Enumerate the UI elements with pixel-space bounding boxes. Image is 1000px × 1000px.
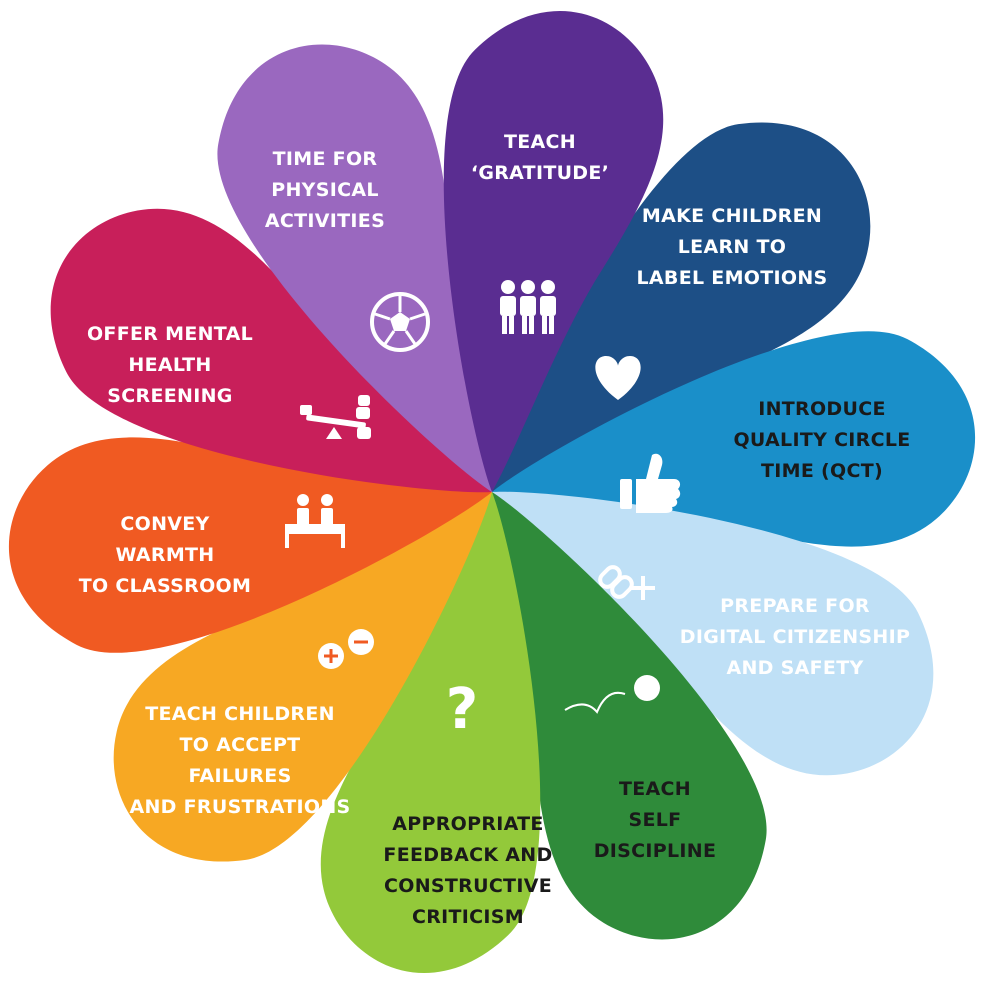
svg-text:?: ? [446, 677, 478, 742]
petal-label-line: INTRODUCE [758, 398, 886, 420]
petal-label-line: ACTIVITIES [265, 210, 385, 232]
petal-label-line: WARMTH [115, 544, 214, 566]
petal-content-self-discipline: TEACH SELF DISCIPLINE [564, 675, 717, 862]
petal-label-line: TO ACCEPT [180, 734, 301, 756]
petal-label: APPROPRIATE FEEDBACK AND CONSTRUCTIVE CRITI… [383, 813, 552, 928]
petal-label: TEACH ‘GRATITUDE’ [471, 131, 609, 184]
petal-label-line: TEACH CHILDREN [145, 703, 335, 725]
petal-label-line: TO CLASSROOM [79, 575, 251, 597]
petal-label-line: LEARN TO [678, 236, 786, 258]
petal-label-line: ‘GRATITUDE’ [471, 162, 609, 184]
petal-content-gratitude: TEACH ‘GRATITUDE’ [471, 131, 609, 334]
petal-label: PREPARE FOR DIGITAL CITIZENSHIP AND SAFETY [680, 595, 910, 679]
petal-label-line: DIGITAL CITIZENSHIP [680, 626, 910, 648]
petal-content-accept-failures: TEACH CHILDREN TO ACCEPT FAILURES AND FRUST… [129, 629, 374, 818]
petal-label-line: LABEL EMOTIONS [637, 267, 828, 289]
petal-content-circle-time: INTRODUCE QUALITY CIRCLE TIME (QCT) [620, 398, 910, 513]
petal-content-mental-health: OFFER MENTAL HEALTH SCREENING [87, 323, 371, 439]
petal-label-line: SCREENING [107, 385, 232, 407]
petal-label-line: FAILURES [188, 765, 291, 787]
petal-content-feedback: APPROPRIATE FEEDBACK AND CONSTRUCTIVE CRITI… [383, 677, 552, 928]
petal-label: TEACH CHILDREN TO ACCEPT FAILURES AND FRUST… [129, 703, 350, 818]
petal-label: OFFER MENTAL HEALTH SCREENING [87, 323, 253, 407]
petal-label-line: MAKE CHILDREN [642, 205, 822, 227]
petal-label-line: FEEDBACK AND [383, 844, 552, 866]
petal-label-line: TEACH [619, 778, 691, 800]
petal-label-line: TIME FOR [273, 148, 378, 170]
seesaw-icon [300, 395, 371, 439]
link-plus-icon [598, 565, 655, 600]
petal-label: MAKE CHILDREN LEARN TO LABEL EMOTIONS [637, 205, 828, 289]
petal-label-line: DISCIPLINE [594, 840, 717, 862]
petal-label-line: PHYSICAL [271, 179, 379, 201]
petal-label-line: AND FRUSTRATIONS [129, 796, 350, 818]
question-mark-icon: ? [446, 677, 478, 742]
petal-label-line: CONVEY [120, 513, 209, 535]
petal-content-digital-citizenship: PREPARE FOR DIGITAL CITIZENSHIP AND SAFETY [598, 565, 910, 679]
petal-label: INTRODUCE QUALITY CIRCLE TIME (QCT) [733, 398, 910, 482]
petal-label-line: OFFER MENTAL [87, 323, 253, 345]
petal-label: CONVEY WARMTH TO CLASSROOM [79, 513, 251, 597]
petal-label-line: TIME (QCT) [761, 460, 883, 482]
petal-label-line: AND SAFETY [726, 657, 863, 679]
petal-label: TEACH SELF DISCIPLINE [594, 778, 717, 862]
petal-label-line: SELF [629, 809, 682, 831]
petal-label: TIME FOR PHYSICAL ACTIVITIES [265, 148, 385, 232]
petal-content-physical-activities: TIME FOR PHYSICAL ACTIVITIES [265, 148, 430, 352]
petal-label-line: PREPARE FOR [720, 595, 870, 617]
petal-label-line: QUALITY CIRCLE [733, 429, 910, 451]
plus-minus-icon [318, 629, 374, 669]
petal-label-line: CRITICISM [412, 906, 524, 928]
petal-label-line: HEALTH [128, 354, 211, 376]
soccer-ball-icon [370, 292, 430, 352]
petal-content-warmth: CONVEY WARMTH TO CLASSROOM [79, 494, 345, 597]
ball-trajectory-icon [564, 675, 660, 714]
three-people-icon [500, 280, 556, 334]
petal-label-line: TEACH [504, 131, 576, 153]
heart-icon [595, 356, 641, 400]
petal-content-label-emotions: MAKE CHILDREN LEARN TO LABEL EMOTIONS [595, 205, 827, 400]
petal-label-line: APPROPRIATE [392, 813, 543, 835]
thumbs-up-icon [620, 453, 681, 513]
two-people-seated-icon [285, 494, 345, 548]
petal-label-line: CONSTRUCTIVE [384, 875, 552, 897]
